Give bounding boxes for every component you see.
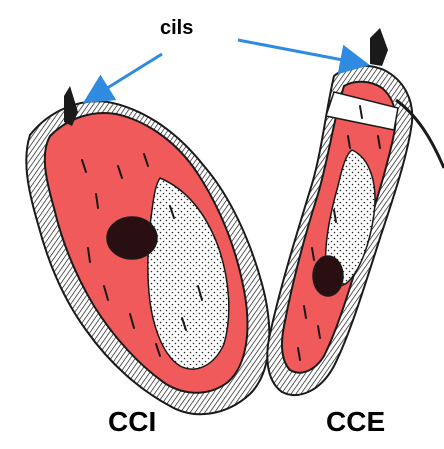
cils-arrow-left: [88, 54, 162, 100]
cils-arrow-right: [238, 40, 364, 64]
cce-cilia: [370, 28, 388, 66]
cci-nucleus: [107, 217, 157, 259]
cce-label: CCE: [326, 408, 385, 436]
cci-cell: [26, 86, 269, 414]
cce-nucleus: [313, 256, 343, 296]
cils-label: cils: [160, 18, 193, 38]
cce-cell: [267, 28, 444, 395]
cci-label: CCI: [108, 408, 156, 436]
